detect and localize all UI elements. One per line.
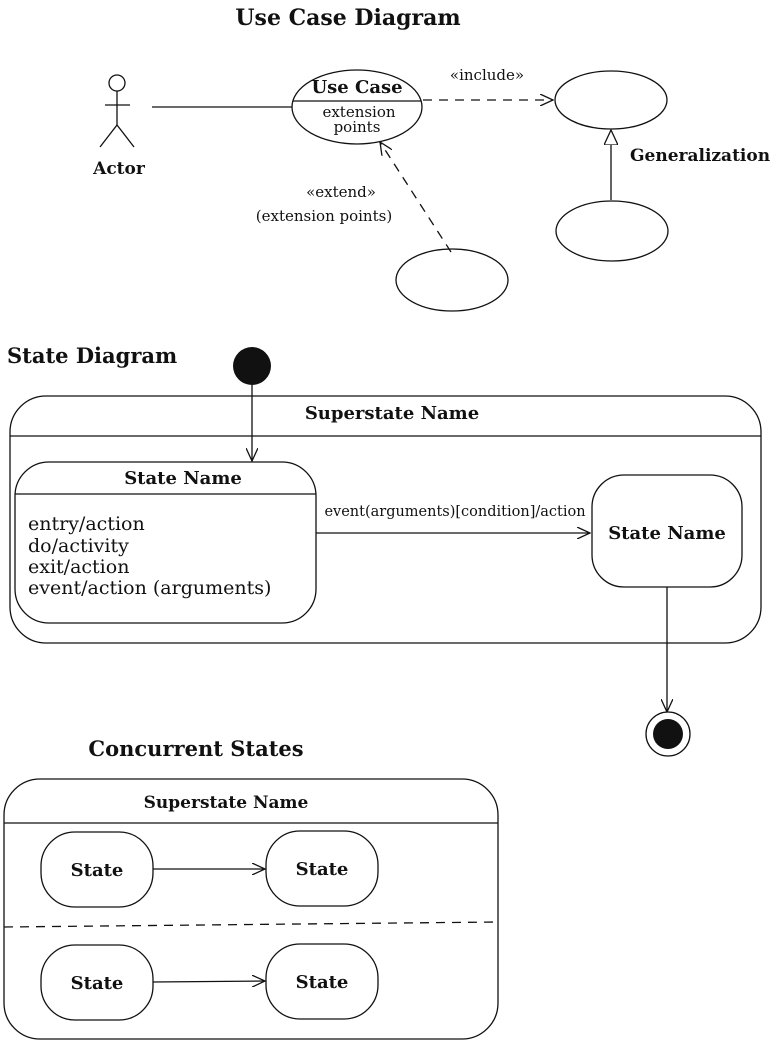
state-action-do: do/activity	[28, 535, 129, 557]
extend-sub-label: (extension points)	[256, 207, 392, 225]
concurrency-divider	[3, 921, 499, 928]
concurrent-superstate-name: Superstate Name	[144, 793, 309, 813]
actor-label: Actor	[92, 159, 146, 179]
use-case-name: Use Case	[311, 77, 402, 98]
include-label: «include»	[450, 66, 524, 84]
concurrent-state-4-label: State	[296, 972, 349, 993]
extension-points-line2: points	[334, 118, 381, 136]
use-case-diagram-title: Use Case Diagram	[235, 5, 460, 31]
extension-points-line1: extension	[322, 103, 395, 121]
generalization-label: Generalization	[630, 146, 770, 166]
state-action-exit: exit/action	[28, 556, 129, 578]
transition-label: event(arguments)[condition]/action	[324, 504, 585, 520]
extend-dependency-arrow	[380, 142, 452, 253]
final-state	[645, 711, 691, 757]
state2-name: State Name	[608, 523, 726, 544]
concurrent-state-4	[265, 943, 379, 1020]
included-use-case-ellipse	[554, 70, 668, 130]
use-case-ellipse	[291, 69, 423, 145]
state-box-detailed	[14, 461, 317, 624]
superstate-box	[9, 395, 762, 644]
concurrent-transition-2	[152, 981, 265, 982]
actor-stick-figure	[99, 74, 135, 148]
superstate-name: Superstate Name	[305, 403, 479, 424]
concurrent-state-2-label: State	[296, 859, 349, 880]
state-diagram-title: State Diagram	[7, 343, 177, 368]
concurrent-state-1-label: State	[71, 860, 124, 881]
state1-name: State Name	[124, 468, 242, 489]
initial-state	[233, 347, 271, 385]
concurrent-states-title: Concurrent States	[88, 736, 303, 761]
concurrent-state-3	[40, 944, 154, 1021]
state-action-event: event/action (arguments)	[28, 577, 271, 599]
state-action-entry: entry/action	[28, 513, 145, 535]
concurrent-state-2	[265, 830, 379, 907]
child-use-case-ellipse	[555, 200, 669, 262]
extending-use-case-ellipse	[395, 248, 509, 312]
concurrent-superstate-box	[3, 778, 499, 1040]
extend-label: «extend»	[306, 183, 376, 201]
concurrent-state-3-label: State	[71, 973, 124, 994]
